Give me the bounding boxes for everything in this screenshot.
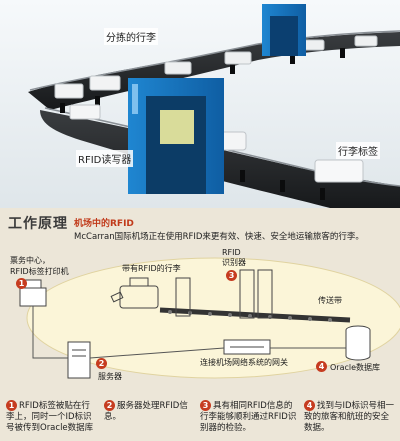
rfid-reader-gate — [128, 78, 224, 194]
diagram-graphics — [19, 257, 400, 379]
caption-gateway: 连接机场网络系统的网关 — [200, 358, 288, 367]
caption-rfid-reader-1: RFID — [222, 248, 241, 257]
label-luggage-tag: 行李标签 — [336, 142, 380, 159]
marker-3: 3 — [226, 270, 237, 281]
marker-2: 2 — [96, 358, 107, 369]
step-4-text: 找到与ID标识号相一致的旅客和航班的安全数据。 — [304, 401, 395, 433]
diagram-title: 工作原理 — [8, 216, 68, 232]
step-3-number: 3 — [200, 400, 211, 411]
marker-1: 1 — [16, 278, 27, 289]
label-sorted-luggage: 分拣的行李 — [104, 28, 158, 45]
conveyor-scene — [28, 4, 400, 208]
caption-server: 服务器 — [98, 372, 122, 381]
network-links — [32, 306, 346, 359]
conveyor-illustration: 分拣的行李 RFID读写器 行李标签 — [0, 0, 400, 208]
caption-oracle-db: Oracle数据库 — [330, 363, 381, 372]
luggage-set — [54, 35, 378, 183]
step-2-number: 2 — [104, 400, 115, 411]
conveyor-belt — [28, 32, 400, 110]
diagram-gateway — [223, 339, 271, 355]
diagram-rfid-gate — [175, 269, 273, 319]
step-3-text: 具有相同RFID信息的行李能够顺利通过RFID识别器的检验。 — [200, 401, 297, 433]
caption-tag-printer: RFID标签打印机 — [10, 267, 69, 276]
caption-ticket-center: 票务中心， — [10, 256, 50, 265]
diagram-subtitle: 机场中的RFID — [74, 219, 134, 229]
working-principle-diagram: 工作原理 机场中的RFID McCarran国际机场正在使用RFID来更有效、快… — [0, 208, 400, 441]
diagram-server — [67, 341, 91, 379]
step-4-number: 4 — [304, 400, 315, 411]
marker-4: 4 — [316, 361, 327, 372]
caption-rfid-reader-2: 识别器 — [222, 258, 246, 267]
caption-tagged-bag: 带有RFID的行李 — [122, 264, 181, 273]
step-1-text: RFID标签被贴在行李上，同时一个ID标识号被传到Oracle数据库 — [6, 401, 94, 433]
label-rfid-reader: RFID读写器 — [76, 150, 134, 167]
diagram-oracle-db — [345, 325, 371, 361]
step-1-number: 1 — [6, 400, 17, 411]
step-2-text: 服务器处理RFID信息。 — [104, 401, 188, 422]
caption-conveyor: 传送带 — [318, 296, 342, 305]
diagram-tagged-bag — [110, 277, 159, 309]
rfid-gate-back — [262, 4, 306, 56]
diagram-description: McCarran国际机场正在使用RFID来更有效、快速、安全地运输旅客的行李。 — [74, 232, 364, 242]
diagram-conveyor — [159, 307, 351, 323]
